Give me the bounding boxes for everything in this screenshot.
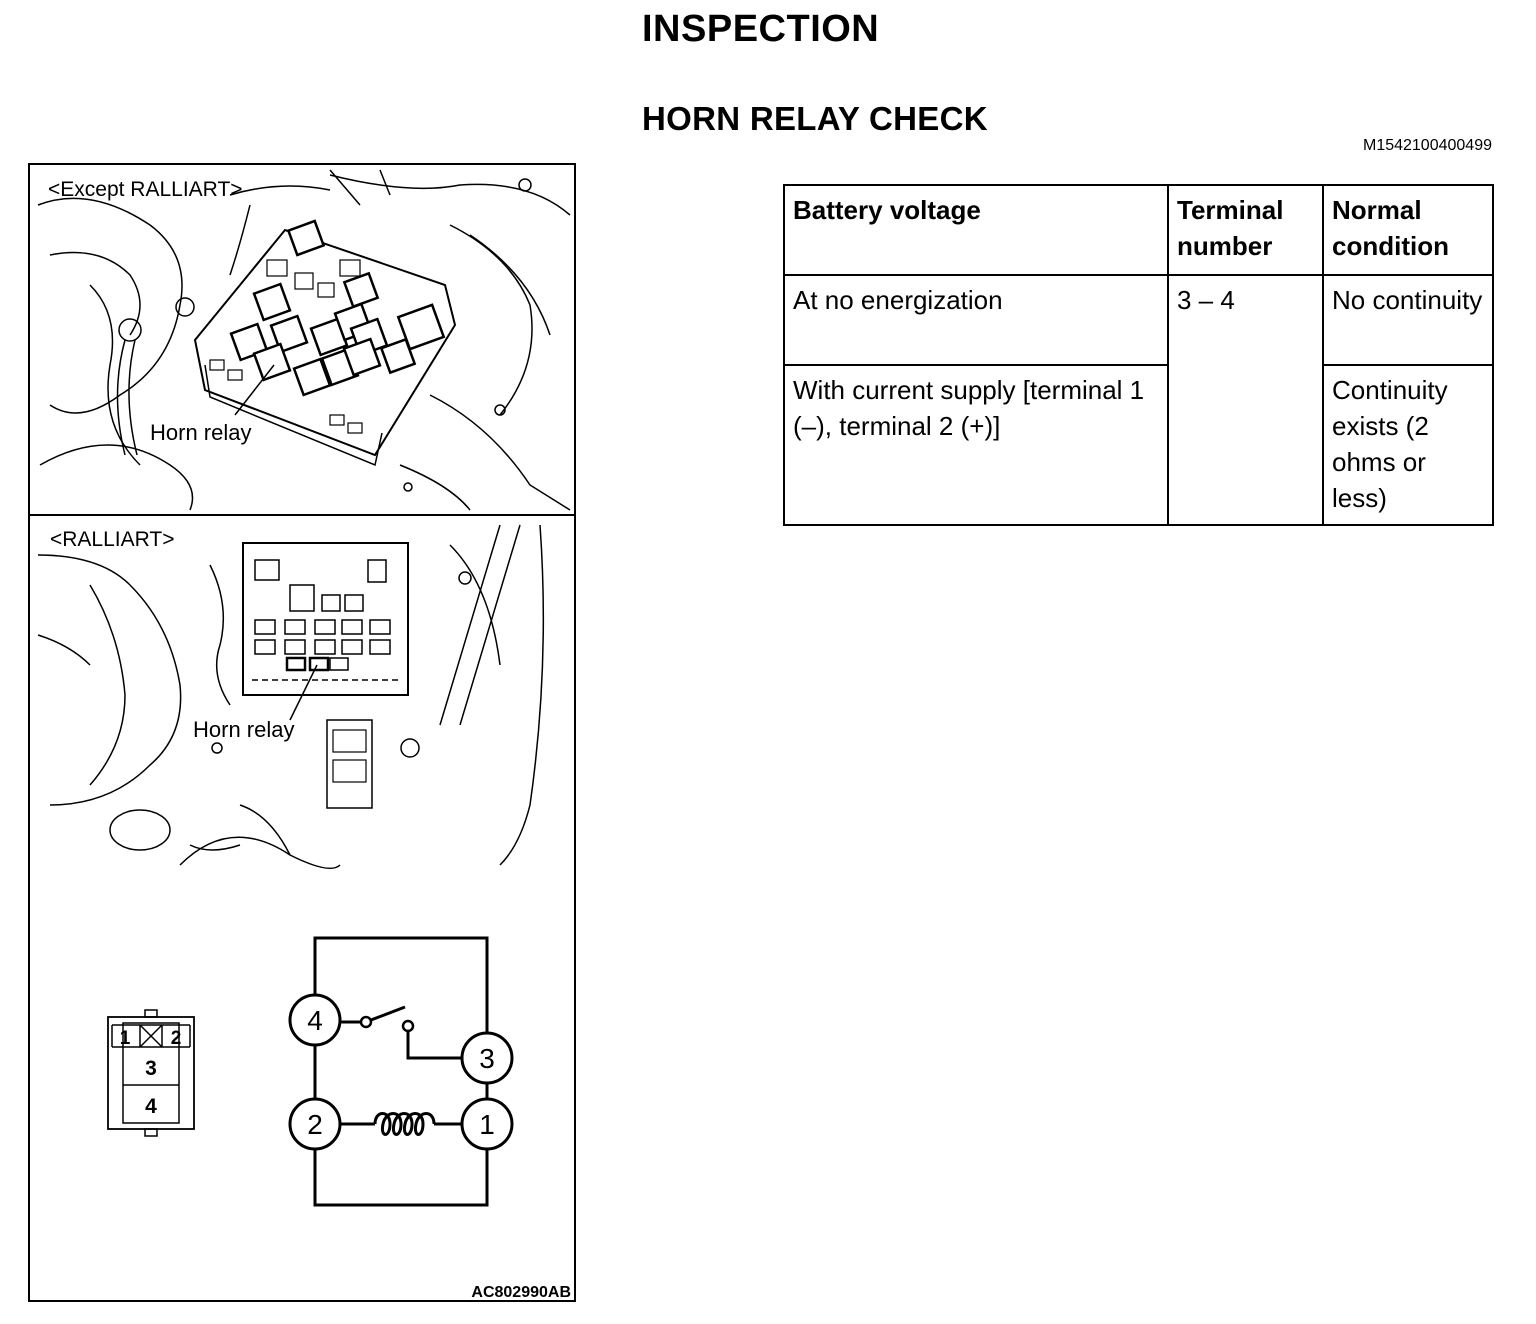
cell-condition: No continuity	[1322, 274, 1494, 366]
engine-bay-drawing-mid	[37, 524, 545, 870]
inspection-table: Battery voltage Terminal number Normal c…	[783, 184, 1494, 526]
cell-battery: At no energization	[783, 274, 1169, 366]
header-normal-condition: Normal condition	[1322, 184, 1494, 276]
page-title: INSPECTION	[642, 8, 880, 50]
document-id: M1542100400499	[1362, 137, 1492, 154]
panel-label-ralliart: <RALLIART>	[50, 528, 175, 551]
table-row: With current supply [terminal 1 (–), ter…	[783, 364, 1494, 526]
relay-circuit-diagram	[288, 936, 514, 1207]
header-battery-voltage: Battery voltage	[783, 184, 1169, 276]
relay-figure: <Except RALLIART> Horn relay	[28, 163, 576, 1302]
table-header-row: Battery voltage Terminal number Normal c…	[783, 184, 1494, 276]
connector-pin-3: 3	[145, 1057, 157, 1080]
relay-box-mid	[242, 542, 409, 809]
cell-battery: With current supply [terminal 1 (–), ter…	[783, 364, 1169, 526]
relay-illustration: <Except RALLIART> Horn relay	[30, 169, 576, 1301]
connector-pin-1: 1	[120, 1028, 131, 1049]
connector-pin-2: 2	[171, 1028, 182, 1049]
header-terminal-number: Terminal number	[1167, 184, 1324, 276]
relay-connector-diagram: 1 2 3 4	[107, 1009, 195, 1137]
callout-horn-relay-top: Horn relay	[150, 420, 251, 445]
circuit-terminal-4: 4	[307, 1005, 323, 1036]
connector-pin-4: 4	[145, 1095, 157, 1118]
panel-label-except-ralliart: <Except RALLIART>	[48, 178, 243, 201]
cell-condition: Continuity exists (2 ohms or less)	[1322, 364, 1494, 526]
callout-horn-relay-mid: Horn relay	[193, 717, 294, 742]
circuit-terminal-1: 1	[479, 1109, 495, 1140]
section-title: HORN RELAY CHECK	[642, 100, 988, 137]
engine-bay-drawing-top	[37, 169, 571, 511]
circuit-terminal-3: 3	[479, 1043, 495, 1074]
cell-terminal: 3 – 4	[1167, 274, 1324, 526]
table-row: At no energization 3 – 4 No continuity	[783, 274, 1494, 526]
relay-box-top	[193, 219, 457, 467]
circuit-terminal-2: 2	[307, 1109, 323, 1140]
figure-code: AC802990AB	[471, 1284, 571, 1301]
